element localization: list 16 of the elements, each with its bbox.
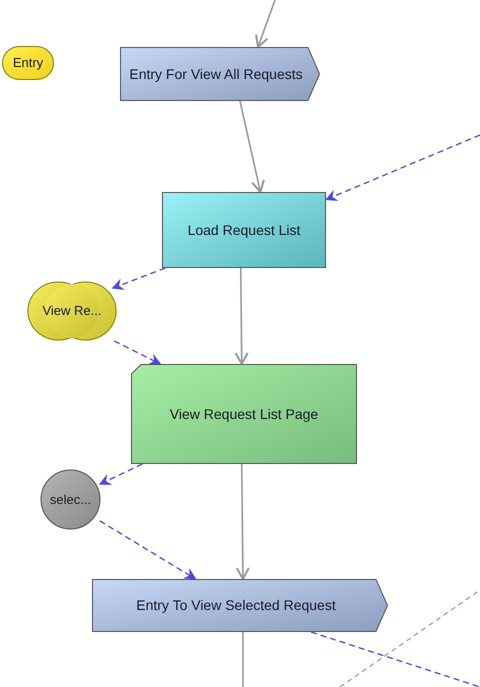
connector-arrow	[239, 100, 265, 193]
node-label: Entry To View Selected Request	[136, 596, 337, 615]
connector-arrow	[112, 267, 166, 290]
connector-arrow	[114, 340, 162, 365]
node-label: Entry For View All Requests	[129, 64, 304, 84]
connector-arrow	[325, 134, 480, 201]
node-label: selec...	[50, 490, 92, 509]
node-label: View Request List Page	[170, 404, 318, 424]
node-label: Load Request List	[188, 220, 300, 240]
connector-arrow	[236, 464, 250, 580]
connector-arrow	[98, 463, 143, 485]
connector-arrow	[234, 268, 249, 365]
node-label: View Re...	[42, 302, 102, 320]
connector-arrow	[99, 520, 196, 580]
connector-arrow	[255, 0, 276, 48]
node-label: Entry	[12, 54, 44, 72]
